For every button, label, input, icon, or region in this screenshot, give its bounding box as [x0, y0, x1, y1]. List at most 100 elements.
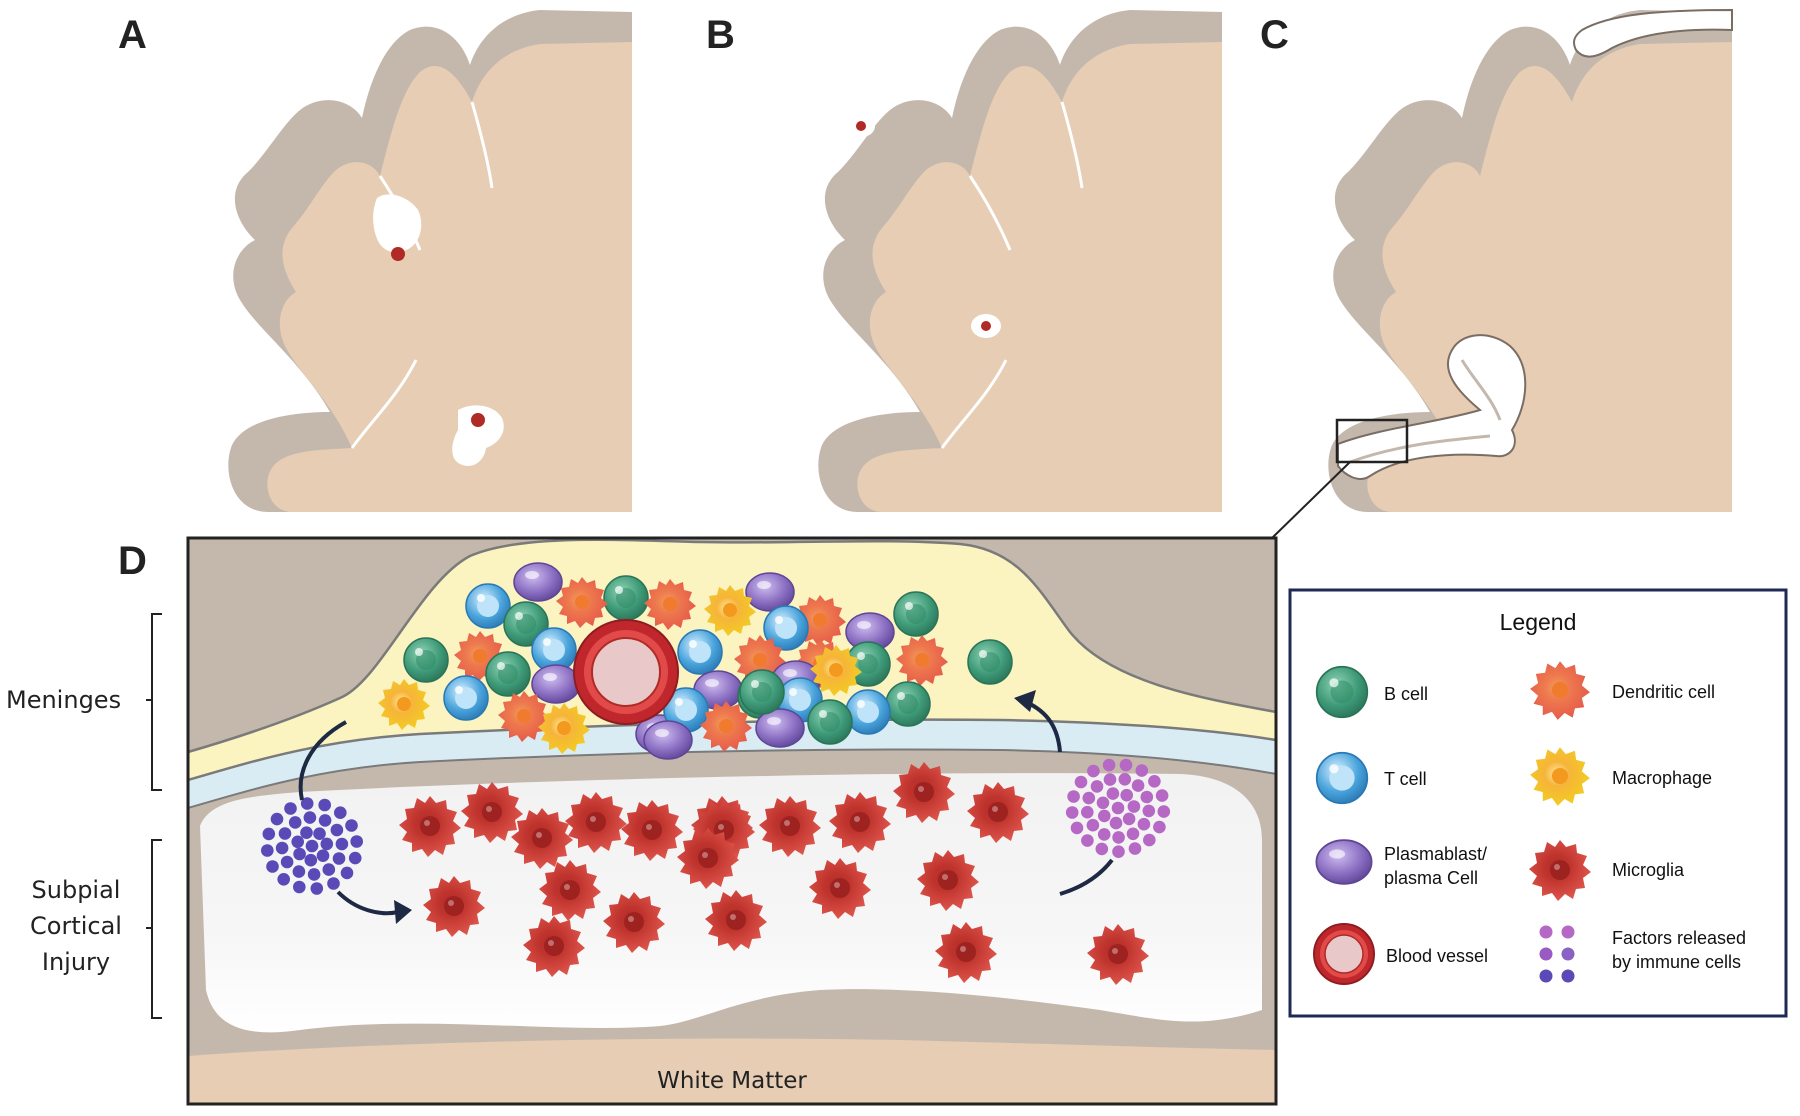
factor-dot	[1143, 833, 1156, 847]
factor-dot	[1140, 790, 1154, 804]
factor-dot	[1087, 764, 1100, 778]
white-matter	[188, 1038, 1276, 1104]
factor-dot	[318, 798, 332, 812]
panel-label-c: C	[1260, 13, 1289, 57]
inset-frame	[186, 536, 1278, 1106]
factor-dot	[1119, 758, 1133, 772]
factor-dot	[275, 841, 289, 855]
factor-dot	[288, 816, 302, 829]
factor-dot	[1120, 788, 1133, 802]
venule	[856, 121, 866, 131]
factor-dot	[1070, 821, 1084, 835]
factor-dot	[350, 835, 364, 848]
factor-dot	[330, 823, 344, 837]
factor-dot	[300, 826, 313, 839]
factor-dot	[340, 866, 354, 880]
lesion	[373, 194, 422, 253]
panel-label-b: B	[706, 13, 735, 57]
factor-dot	[1131, 779, 1145, 792]
legend-plasma-label-line1: Plasmablast/	[1384, 844, 1487, 864]
factor-dot	[1112, 845, 1125, 858]
zoom-box	[1335, 418, 1409, 464]
t-cell	[677, 629, 723, 675]
legend-factors-icon	[1539, 925, 1575, 983]
arrow-down-left	[1059, 858, 1114, 896]
venule	[981, 321, 991, 331]
b-cell	[603, 575, 649, 621]
legend-macrophage-label: Macrophage	[1612, 768, 1712, 788]
legend-vessel-label: Blood vessel	[1386, 946, 1488, 966]
lesion	[452, 405, 504, 467]
venule	[391, 247, 405, 261]
factor-dot	[1135, 764, 1149, 777]
factor-dot	[320, 837, 334, 851]
factor-dot	[305, 839, 319, 853]
factor-dot	[1148, 775, 1161, 788]
factor-dot	[300, 797, 314, 810]
subpial-bracket	[146, 839, 162, 1019]
panel-a-brain	[228, 10, 632, 512]
arrow-head	[1014, 690, 1036, 712]
factor-dot	[1090, 780, 1104, 793]
legend-t-cell-label: T cell	[1384, 769, 1427, 789]
factor-dot	[262, 827, 276, 841]
arrow-head	[394, 900, 412, 924]
factor-dot	[1137, 817, 1151, 831]
factor-dot	[292, 865, 306, 878]
factor-dot	[1074, 775, 1088, 789]
factor-dot	[1157, 805, 1171, 818]
legend: Legend B cell Dendritic cell T cell Macr…	[1288, 588, 1788, 1018]
subpial-demyelination	[1573, 8, 1733, 58]
factor-dot	[1086, 818, 1100, 832]
b-cell	[807, 699, 853, 745]
factor-dot	[1103, 773, 1117, 786]
factor-dot	[1153, 820, 1166, 834]
factor-dot	[1106, 787, 1120, 800]
factor-dot	[1067, 790, 1080, 803]
factor-dot	[1111, 801, 1125, 815]
arrow-up-left	[298, 720, 347, 801]
arrow-right	[336, 890, 399, 916]
factor-dot	[1155, 789, 1169, 802]
factor-dot	[303, 811, 317, 824]
factor-dot	[278, 827, 292, 840]
factor-dot	[293, 847, 306, 861]
legend-b-cell-label: B cell	[1384, 684, 1428, 704]
factor-dot	[270, 812, 284, 826]
meninges-label: Meninges	[6, 686, 121, 714]
factor-dot	[332, 852, 346, 865]
legend-title: Legend	[1500, 609, 1577, 635]
legend-t-cell-icon	[1315, 751, 1369, 805]
factor-dot	[304, 853, 318, 867]
factor-dot	[318, 814, 332, 827]
t-cell	[443, 675, 489, 721]
immune-aggregate	[378, 562, 1013, 760]
factor-dot	[1102, 758, 1116, 772]
legend-b-cell-icon	[1315, 665, 1369, 719]
panel-label-a: A	[118, 13, 147, 57]
factor-dot	[1109, 816, 1123, 830]
factor-dot	[322, 863, 336, 876]
legend-plasma-label-line2: plasma Cell	[1384, 868, 1478, 888]
factor-dot	[310, 882, 324, 895]
subpial-label-line3: Injury	[42, 948, 110, 976]
factor-dot	[277, 873, 291, 886]
t-cell	[845, 689, 891, 735]
b-cell	[739, 669, 785, 715]
legend-factors-label-line2: by immune cells	[1612, 952, 1741, 972]
zoom-connector	[1271, 461, 1351, 539]
factor-dot	[307, 868, 321, 881]
arrows	[298, 690, 1114, 924]
legend-dendritic-label: Dendritic cell	[1612, 682, 1715, 702]
factor-dot	[261, 844, 274, 857]
white-matter-label: White Matter	[657, 1068, 807, 1094]
factor-dot	[316, 849, 330, 862]
factor-dot	[1118, 773, 1132, 786]
b-cell	[885, 681, 931, 727]
legend-plasma-icon	[1315, 839, 1373, 885]
b-cell	[403, 637, 449, 683]
factor-dot	[284, 802, 297, 815]
factor-dot	[1065, 806, 1079, 819]
factor-dot	[1081, 805, 1094, 819]
